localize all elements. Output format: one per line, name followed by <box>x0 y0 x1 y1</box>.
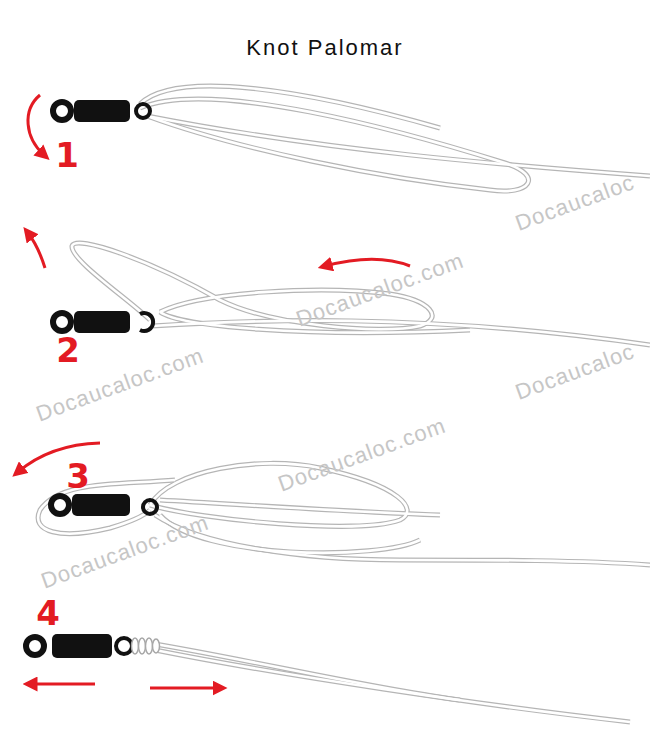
swivel-barrel <box>72 494 130 516</box>
swivel-ring <box>53 313 71 331</box>
step-number: 4 <box>36 596 60 630</box>
fishing-line <box>72 243 650 345</box>
swivel-ring <box>53 102 71 120</box>
swivel-eye <box>143 500 157 514</box>
title: Knot Palomar <box>246 37 403 59</box>
swivel-barrel <box>74 100 130 122</box>
step-number: 1 <box>55 138 79 172</box>
swivel-barrel <box>74 311 130 333</box>
swivel-hook <box>140 313 153 331</box>
watermark: Docaucaloc <box>513 171 638 234</box>
direction-arrow <box>325 259 410 266</box>
knot-coil <box>153 639 160 653</box>
step-number: 3 <box>66 459 90 493</box>
watermark: Docaucaloc.com <box>275 414 449 495</box>
swivel-barrel <box>52 634 112 658</box>
swivel-ring <box>26 637 44 655</box>
pull-arrow <box>30 683 95 686</box>
fishing-line <box>140 86 650 191</box>
swivel-eye <box>136 104 150 118</box>
line-outline <box>155 644 630 722</box>
pull-arrow <box>150 687 220 690</box>
step-number: 2 <box>56 333 80 367</box>
direction-arrow <box>28 95 44 155</box>
direction-arrow <box>28 233 45 268</box>
swivel-ring <box>51 496 69 514</box>
watermark: Docaucaloc <box>513 340 638 403</box>
knot-coil <box>139 638 146 654</box>
line-outline <box>140 86 650 191</box>
line-outline <box>72 243 650 345</box>
knot-coil <box>146 638 153 654</box>
fishing-line <box>155 644 630 722</box>
swivel-eye <box>116 638 132 654</box>
knot-coil <box>132 638 139 654</box>
